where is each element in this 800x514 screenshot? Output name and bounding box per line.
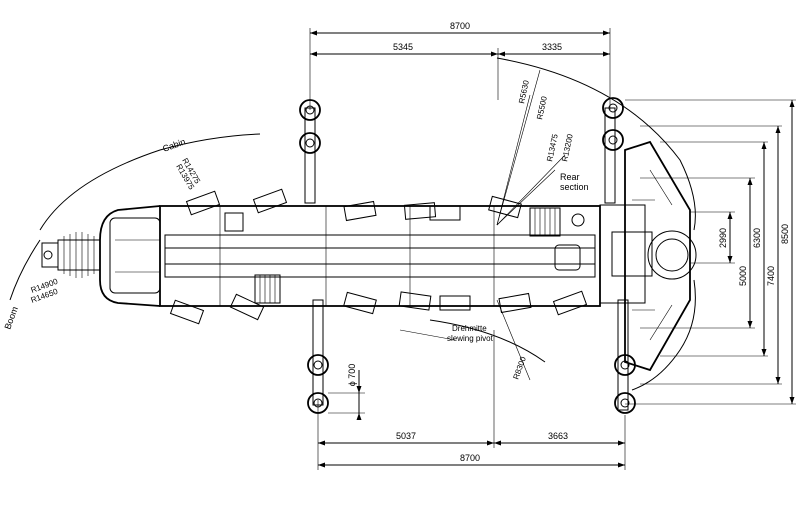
radius-r5500: R5500 xyxy=(535,95,549,120)
boom-head xyxy=(41,232,101,278)
right-dimension-lines xyxy=(625,99,796,405)
label-rear-line2: section xyxy=(560,182,589,192)
label-cabin: Cabin xyxy=(161,136,187,153)
rear-superstructure xyxy=(599,140,697,372)
wheels-top xyxy=(185,188,522,222)
driver-cabin xyxy=(99,205,161,307)
dim-bottom-left: 5037 xyxy=(396,431,416,441)
dim-width-5000: 5000 xyxy=(738,266,748,286)
label-boom: Boom xyxy=(2,305,19,331)
dim-width-8500: 8500 xyxy=(780,224,790,244)
dim-bottom-right: 3663 xyxy=(548,431,568,441)
bottom-dimension-lines xyxy=(317,330,626,470)
label-slewing-pivot-line2: slewing pivot xyxy=(447,334,494,343)
pad-dimension xyxy=(328,370,365,420)
label-rear-line1: Rear xyxy=(560,172,580,182)
dim-width-6300: 6300 xyxy=(752,228,762,248)
dim-top-right: 3335 xyxy=(542,42,562,52)
carrier-body xyxy=(159,205,601,307)
radius-r13200: R13200 xyxy=(560,133,575,163)
dim-top-left: 5345 xyxy=(393,42,413,52)
radius-r8300: R8300 xyxy=(511,355,528,381)
top-dimension-lines xyxy=(309,28,611,110)
outrigger-rear-top xyxy=(602,97,624,204)
dim-outrigger-pad: ϕ 700 xyxy=(347,364,357,387)
wheels-bottom xyxy=(169,290,588,325)
outrigger-front-top xyxy=(299,99,321,204)
dim-width-2990: 2990 xyxy=(718,228,728,248)
label-slewing-pivot-line1: Drehmitte xyxy=(452,324,487,333)
outrigger-front-bottom xyxy=(307,299,329,414)
dim-bottom-total: 8700 xyxy=(460,453,480,463)
dim-top-total: 8700 xyxy=(450,21,470,31)
swing-radius-arcs xyxy=(9,57,696,391)
radius-r5630: R5630 xyxy=(517,79,531,104)
radius-r13475: R13475 xyxy=(545,133,560,163)
dim-width-7400: 7400 xyxy=(766,266,776,286)
